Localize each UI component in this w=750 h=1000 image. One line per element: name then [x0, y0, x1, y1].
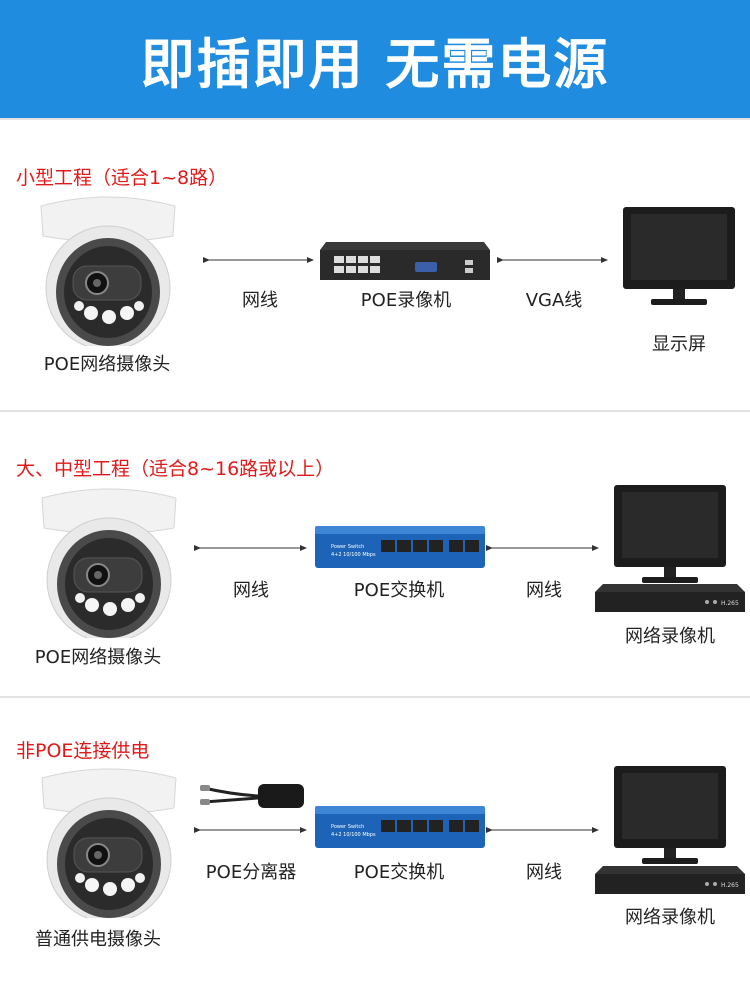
section-2-link-arrow-2 [486, 542, 600, 554]
section-1-link2-label: VGA线 [526, 286, 583, 312]
monitor-icon [614, 766, 726, 866]
monitor-icon [614, 485, 726, 585]
section-3-link1-label: POE分离器 [206, 858, 296, 884]
dome-camera-icon [34, 488, 184, 638]
section-1-end-label: 显示屏 [652, 330, 706, 356]
nvr-recorder-icon: H.265 [595, 866, 745, 896]
banner-title: 即插即用 无需电源 [141, 20, 610, 99]
section-2-link-arrow-1 [194, 542, 308, 554]
section-1-link-arrow-1 [203, 254, 315, 266]
section-3-link-arrow-1 [194, 824, 308, 836]
section-1-link1-label: 网线 [242, 286, 278, 312]
section-3-middle-label: POE交换机 [354, 858, 444, 884]
section-2-link2-label: 网线 [526, 576, 562, 602]
section-2-camera-label: POE网络摄像头 [35, 643, 161, 669]
section-2-title: 大、中型工程（适合8~16路或以上） [16, 454, 334, 481]
section-1-camera-label: POE网络摄像头 [44, 350, 170, 376]
section-3-title: 非POE连接供电 [16, 736, 149, 763]
monitor-icon [623, 207, 735, 307]
svg-text:H.265: H.265 [721, 882, 739, 889]
section-2-middle-label: POE交换机 [354, 576, 444, 602]
poe-splitter-icon [200, 778, 310, 814]
section-3-camera-label: 普通供电摄像头 [35, 925, 161, 951]
dome-camera-icon [34, 768, 184, 918]
dome-camera-icon [33, 196, 183, 346]
banner-divider [0, 118, 750, 120]
header-banner: 即插即用 无需电源 [0, 0, 750, 118]
section-1-title: 小型工程（适合1~8路） [16, 163, 227, 190]
svg-text:H.265: H.265 [721, 600, 739, 607]
poe-nvr-icon [320, 242, 490, 282]
section-3-link-arrow-2 [486, 824, 600, 836]
poe-switch-icon [315, 526, 485, 570]
section-divider-1 [0, 410, 750, 412]
section-divider-2 [0, 696, 750, 698]
nvr-recorder-icon: H.265 [595, 584, 745, 614]
poe-switch-icon [315, 806, 485, 850]
section-2-link1-label: 网线 [233, 576, 269, 602]
section-2-end-label: 网络录像机 [625, 622, 715, 648]
section-3-link2-label: 网线 [526, 858, 562, 884]
section-1-link-arrow-2 [497, 254, 609, 266]
section-3-end-label: 网络录像机 [625, 903, 715, 929]
section-1-middle-label: POE录像机 [361, 286, 451, 312]
